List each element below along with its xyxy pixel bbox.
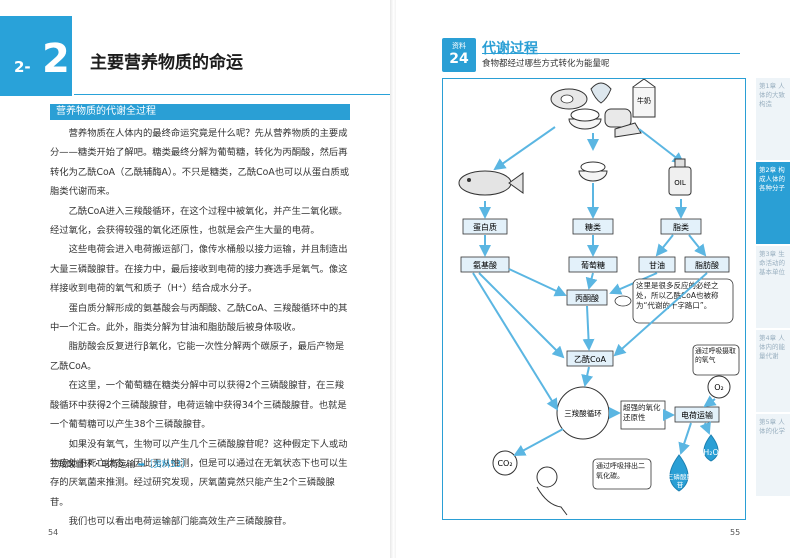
tca-cycle-node: 三羧酸循环: [556, 386, 610, 440]
oxidizing-label: 超强的氧化还原性: [623, 403, 661, 422]
diagram-canvas: 牛奶 OIL: [458, 78, 740, 516]
atp-label: 三磷酸腺苷: [667, 473, 693, 489]
document-title-divider: [482, 53, 740, 54]
chapter-tab-active[interactable]: 第2章 构成人体的各种分子: [756, 162, 790, 244]
chapter-tab[interactable]: 第1章 人体的大致构造: [756, 78, 790, 160]
tca-label: 三羧酸循环: [564, 408, 602, 418]
book-gutter: [390, 0, 398, 558]
chapter-index: 第1章 人体的大致构造 第2章 构成人体的各种分子 第3章 生命活动的基本单位 …: [756, 78, 790, 498]
reference-link[interactable]: ➡［资料53］: [137, 460, 190, 470]
glycerol-box: 甘油: [638, 256, 676, 273]
paragraph: 我们也可以看出电荷运输部门能高效生产三磷酸腺苷。: [68, 516, 292, 528]
paragraph: 在这里，一个葡萄糖在糖类分解中可以获得2个三磷酸腺苷，在三羧酸循环中获得2个三磷…: [50, 380, 347, 431]
oxidizing-box: 超强的氧化还原性: [620, 400, 666, 430]
document-title: 代谢过程: [482, 41, 538, 57]
section-number: 2: [42, 36, 70, 82]
crossroad-callout: 这里是很多反应的必经之处，所以乙酰CoA也被称为“代谢的十字路口”。: [632, 278, 734, 324]
page-number-left: 54: [48, 528, 59, 537]
charge-transport-box: 电荷运输: [674, 406, 720, 423]
left-page: 2- 2 主要营养物质的命运 营养物质的代谢全过程 营养物质在人体内的最终命运究…: [0, 0, 392, 558]
paragraph: 营养物质在人体内的最终命运究竟是什么呢？先从营养物质的主要成分——糖类开始了解吧…: [50, 128, 350, 198]
title-divider: [74, 94, 392, 95]
page-number-right: 55: [730, 528, 741, 537]
pyruvate-label: 丙酮酸: [575, 293, 599, 303]
oxygen-callout-text: 通过呼吸摄取的氧气: [695, 347, 736, 364]
handshake-icon: [614, 295, 632, 307]
co2-callout-text: 通过呼吸排出二氧化碳。: [596, 462, 645, 480]
document-subtitle: 食物都经过哪些方式转化为能量呢: [482, 59, 610, 69]
amino-acid-label: 氨基酸: [473, 260, 497, 270]
protein-box: 蛋白质: [462, 218, 508, 235]
glucose-label: 葡萄糖: [581, 260, 605, 270]
fatty-acid-label: 脂肪酸: [695, 260, 719, 270]
right-page: 资料 24 代谢过程 食物都经过哪些方式转化为能量呢: [396, 0, 790, 558]
fish-icon: [458, 170, 524, 196]
meat-icon: [550, 88, 588, 110]
chapter-tab[interactable]: 第3章 生命活动的基本单位: [756, 246, 790, 328]
paragraph: 蛋白质分解形成的氨基酸会与丙酮酸、乙酰CoA、三羧酸循环中的其中一个汇合。此外，…: [50, 302, 348, 334]
co2-label: CO₂: [497, 459, 512, 468]
section-subheading: 营养物质的代谢全过程: [50, 104, 350, 120]
acetyl-coa-label: 乙酰CoA: [574, 354, 606, 364]
crossroad-callout-text: 这里是很多反应的必经之处，所以乙酰CoA也被称为“代谢的十字路口”。: [636, 281, 719, 310]
lipid-box: 脂类: [660, 218, 702, 235]
protein-label: 蛋白质: [473, 222, 497, 232]
section-number-tab: 2- 2: [0, 16, 72, 96]
pyruvate-box: 丙酮酸: [566, 289, 608, 306]
glycerol-label: 甘油: [649, 260, 665, 270]
rice-bowl-small-icon: [578, 161, 608, 182]
chapter-tab[interactable]: 第4章 人体内的能量代谢: [756, 330, 790, 412]
body-text: 营养物质在人体内的最终命运究竟是什么呢？先从营养物质的主要成分——糖类开始了解吧…: [50, 124, 350, 532]
badge-label: 资料: [452, 42, 466, 50]
co2-callout: 通过呼吸排出二氧化碳。: [592, 458, 652, 490]
water-drop-icon: H₂O: [703, 434, 719, 462]
o2-label: O₂: [714, 383, 724, 392]
oil-bottle-icon: OIL: [668, 158, 692, 196]
badge-number: 24: [449, 51, 469, 67]
paragraph: 这些电荷会进入电荷搬运部门，像传水桶般以接力运输，并且制造出大量三磷酸腺苷。在接…: [50, 244, 348, 295]
cross-reference: 三羧酸循环・电荷运输 ➡［资料53］: [50, 458, 190, 470]
metabolism-diagram: 牛奶 OIL: [442, 78, 746, 520]
fatty-acid-box: 脂肪酸: [684, 256, 730, 273]
page-title: 主要营养物质的命运: [90, 53, 243, 73]
document-badge: 资料 24: [442, 38, 476, 72]
paragraph: 如果没有氧气，生物可以产生几个三磷酸腺苷呢？这种假定下人或动物应处于死亡状态，因…: [50, 438, 348, 508]
sugar-box: 糖类: [572, 218, 614, 235]
bread-icon: [604, 108, 632, 128]
paragraph: 乙酰CoA进入三羧酸循环，在这个过程中被氧化，并产生二氧化碳。经过氧化，会获得较…: [50, 205, 348, 237]
chapter-tab[interactable]: 第5章 人体的化学: [756, 414, 790, 496]
oxygen-callout: 通过呼吸摄取的氧气: [692, 344, 740, 376]
rice-bowl-icon: [568, 108, 602, 130]
co2-bubble-icon: CO₂: [492, 450, 518, 476]
o2-bubble-icon: O₂: [707, 375, 731, 399]
charge-transport-label: 电荷运输: [681, 410, 713, 420]
lipid-label: 脂类: [673, 222, 689, 232]
atp-drop-icon: 三磷酸腺苷: [667, 454, 693, 492]
person-breathing-icon: [536, 466, 568, 516]
oil-label: OIL: [674, 179, 686, 187]
acetyl-coa-box: 乙酰CoA: [566, 350, 614, 367]
glucose-box: 葡萄糖: [568, 256, 618, 273]
milk-label: 牛奶: [637, 96, 651, 105]
paragraph: 脂肪酸会反复进行β氧化，它能一次性分解两个碳原子，最后产物是乙酰CoA。: [50, 341, 345, 372]
milk-carton-icon: 牛奶: [632, 78, 656, 118]
h2o-label: H₂O: [703, 448, 719, 457]
reference-text: 三羧酸循环・电荷运输: [50, 460, 136, 470]
cheese-icon: [614, 122, 642, 138]
vegetable-icon: [590, 82, 612, 104]
section-number-prefix: 2-: [14, 58, 31, 76]
sugar-label: 糖类: [585, 222, 601, 232]
amino-acid-box: 氨基酸: [460, 256, 510, 273]
